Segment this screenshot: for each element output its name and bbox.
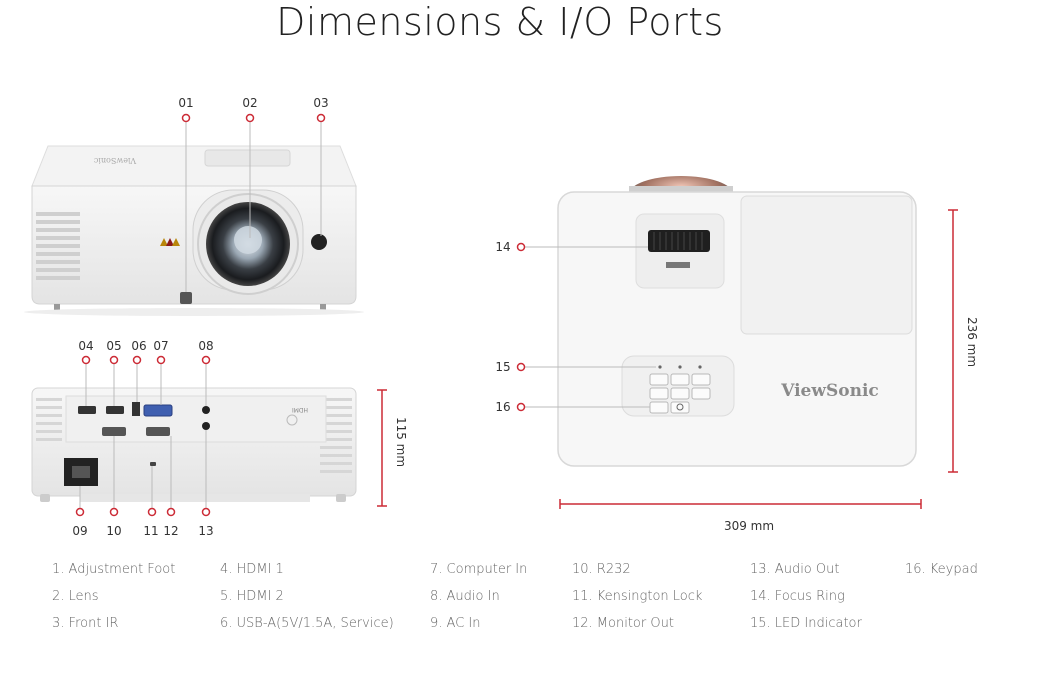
legend-column-5: 13. Audio Out 14. Focus Ring 15. LED Ind… [750, 556, 862, 637]
front-ir-sensor [311, 234, 327, 250]
legend-item: 5. HDMI 2 [220, 589, 284, 604]
legend-item: 15. LED Indicator [750, 616, 862, 631]
viewsonic-logo-text: ViewSonic [780, 381, 879, 401]
callout-05: 05 [106, 339, 121, 353]
legend-item: 10. R232 [572, 562, 631, 577]
callout-14: 14 [495, 240, 510, 254]
callout-16: 16 [495, 400, 510, 414]
computer-in-port [143, 404, 173, 417]
legend-item: 13. Audio Out [750, 562, 840, 577]
width-label: 309 mm [724, 519, 774, 533]
hdmi-2-port [106, 406, 124, 414]
top-view-callouts: 14 15 16 [495, 240, 656, 414]
r232-port [102, 427, 126, 436]
legend-column-2: 4. HDMI 1 5. HDMI 2 6. USB-A(5V/1.5A, Se… [220, 556, 394, 637]
depth-dimension: 236 mm [948, 209, 979, 473]
callout-06: 06 [131, 339, 146, 353]
audio-in-port [202, 406, 210, 414]
legend-column-3: 7. Computer In 8. Audio In 9. AC In [430, 556, 527, 637]
front-callouts: 01 02 03 [178, 96, 329, 292]
adjustment-foot [180, 292, 192, 304]
legend-item: 7. Computer In [430, 562, 528, 577]
legend-item: 6. USB-A(5V/1.5A, Service) [220, 616, 394, 631]
callout-01: 01 [178, 96, 193, 110]
focus-ring [648, 230, 710, 252]
svg-text:HDMI: HDMI [292, 406, 308, 413]
kensington-lock [150, 462, 156, 466]
legend-item: 3. Front IR [52, 616, 119, 631]
legend-item: 16. Keypad [905, 562, 978, 577]
front-view-projector: ViewSonic [24, 145, 364, 316]
callout-13: 13 [198, 524, 213, 538]
callout-04: 04 [78, 339, 93, 353]
top-view-projector: ViewSonic [557, 176, 917, 467]
callout-09: 09 [72, 524, 87, 538]
callout-03: 03 [313, 96, 328, 110]
callout-12: 12 [163, 524, 178, 538]
callout-08: 08 [198, 339, 213, 353]
legend-item: 4. HDMI 1 [220, 562, 284, 577]
svg-text:ViewSonic: ViewSonic [93, 156, 137, 165]
callout-15: 15 [495, 360, 510, 374]
legend-column-4: 10. R232 11. Kensington Lock 12. Monitor… [572, 556, 702, 637]
legend-item: 11. Kensington Lock [572, 589, 703, 604]
legend-column-1: 1. Adjustment Foot 2. Lens 3. Front IR [52, 556, 175, 637]
led-indicators [658, 365, 702, 369]
callout-11: 11 [143, 524, 158, 538]
legend-item: 9. AC In [430, 616, 481, 631]
keypad [649, 373, 711, 414]
rear-view-projector: HDMI [31, 387, 357, 502]
width-dimension: 309 mm [559, 499, 922, 533]
height-label: 115 mm [394, 417, 408, 467]
legend-item: 1. Adjustment Foot [52, 562, 176, 577]
rear-bottom-callouts: 09 10 11 12 13 [72, 430, 214, 538]
monitor-out-port [146, 427, 170, 436]
callout-02: 02 [242, 96, 257, 110]
legend-column-6: 16. Keypad [905, 556, 978, 583]
legend-item: 2. Lens [52, 589, 99, 604]
legend-item: 12. Monitor Out [572, 616, 674, 631]
diagram: ViewSonic [24, 96, 979, 538]
depth-label: 236 mm [965, 317, 979, 367]
legend-item: 8. Audio In [430, 589, 500, 604]
usb-a-port [132, 402, 140, 416]
callout-10: 10 [106, 524, 121, 538]
rear-top-callouts: 04 05 06 07 08 [78, 339, 214, 406]
port-legend: 1. Adjustment Foot 2. Lens 3. Front IR 4… [0, 556, 1040, 646]
page-title: Dimensions & I/O Ports [276, 0, 724, 44]
hdmi-1-port [78, 406, 96, 414]
height-dimension: 115 mm [377, 389, 408, 507]
legend-item: 14. Focus Ring [750, 589, 845, 604]
audio-out-port [202, 422, 210, 430]
viewsonic-birds-logo [160, 238, 180, 246]
callout-07: 07 [153, 339, 168, 353]
